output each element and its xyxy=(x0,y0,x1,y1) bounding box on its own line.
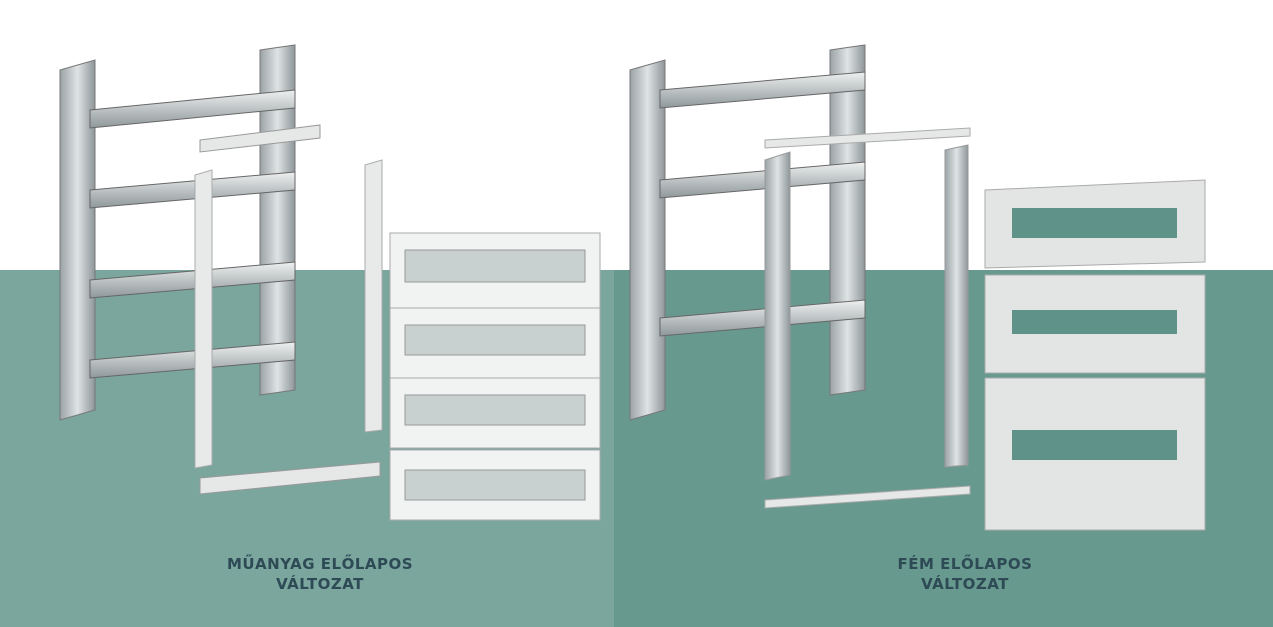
caption-line: VÁLTOZAT xyxy=(276,575,364,593)
metal-variant-illustration xyxy=(629,44,1206,531)
caption-line: MŰANYAG ELŐLAPOS xyxy=(226,555,414,573)
caption-line: FÉM ELŐLAPOS xyxy=(897,555,1033,573)
metal-variant-caption: FÉM ELŐLAPOS VÁLTOZAT xyxy=(815,554,1115,594)
plastic-variant-illustration xyxy=(59,44,601,521)
plastic-variant-caption: MŰANYAG ELŐLAPOS VÁLTOZAT xyxy=(170,554,470,594)
caption-line: VÁLTOZAT xyxy=(921,575,1009,593)
